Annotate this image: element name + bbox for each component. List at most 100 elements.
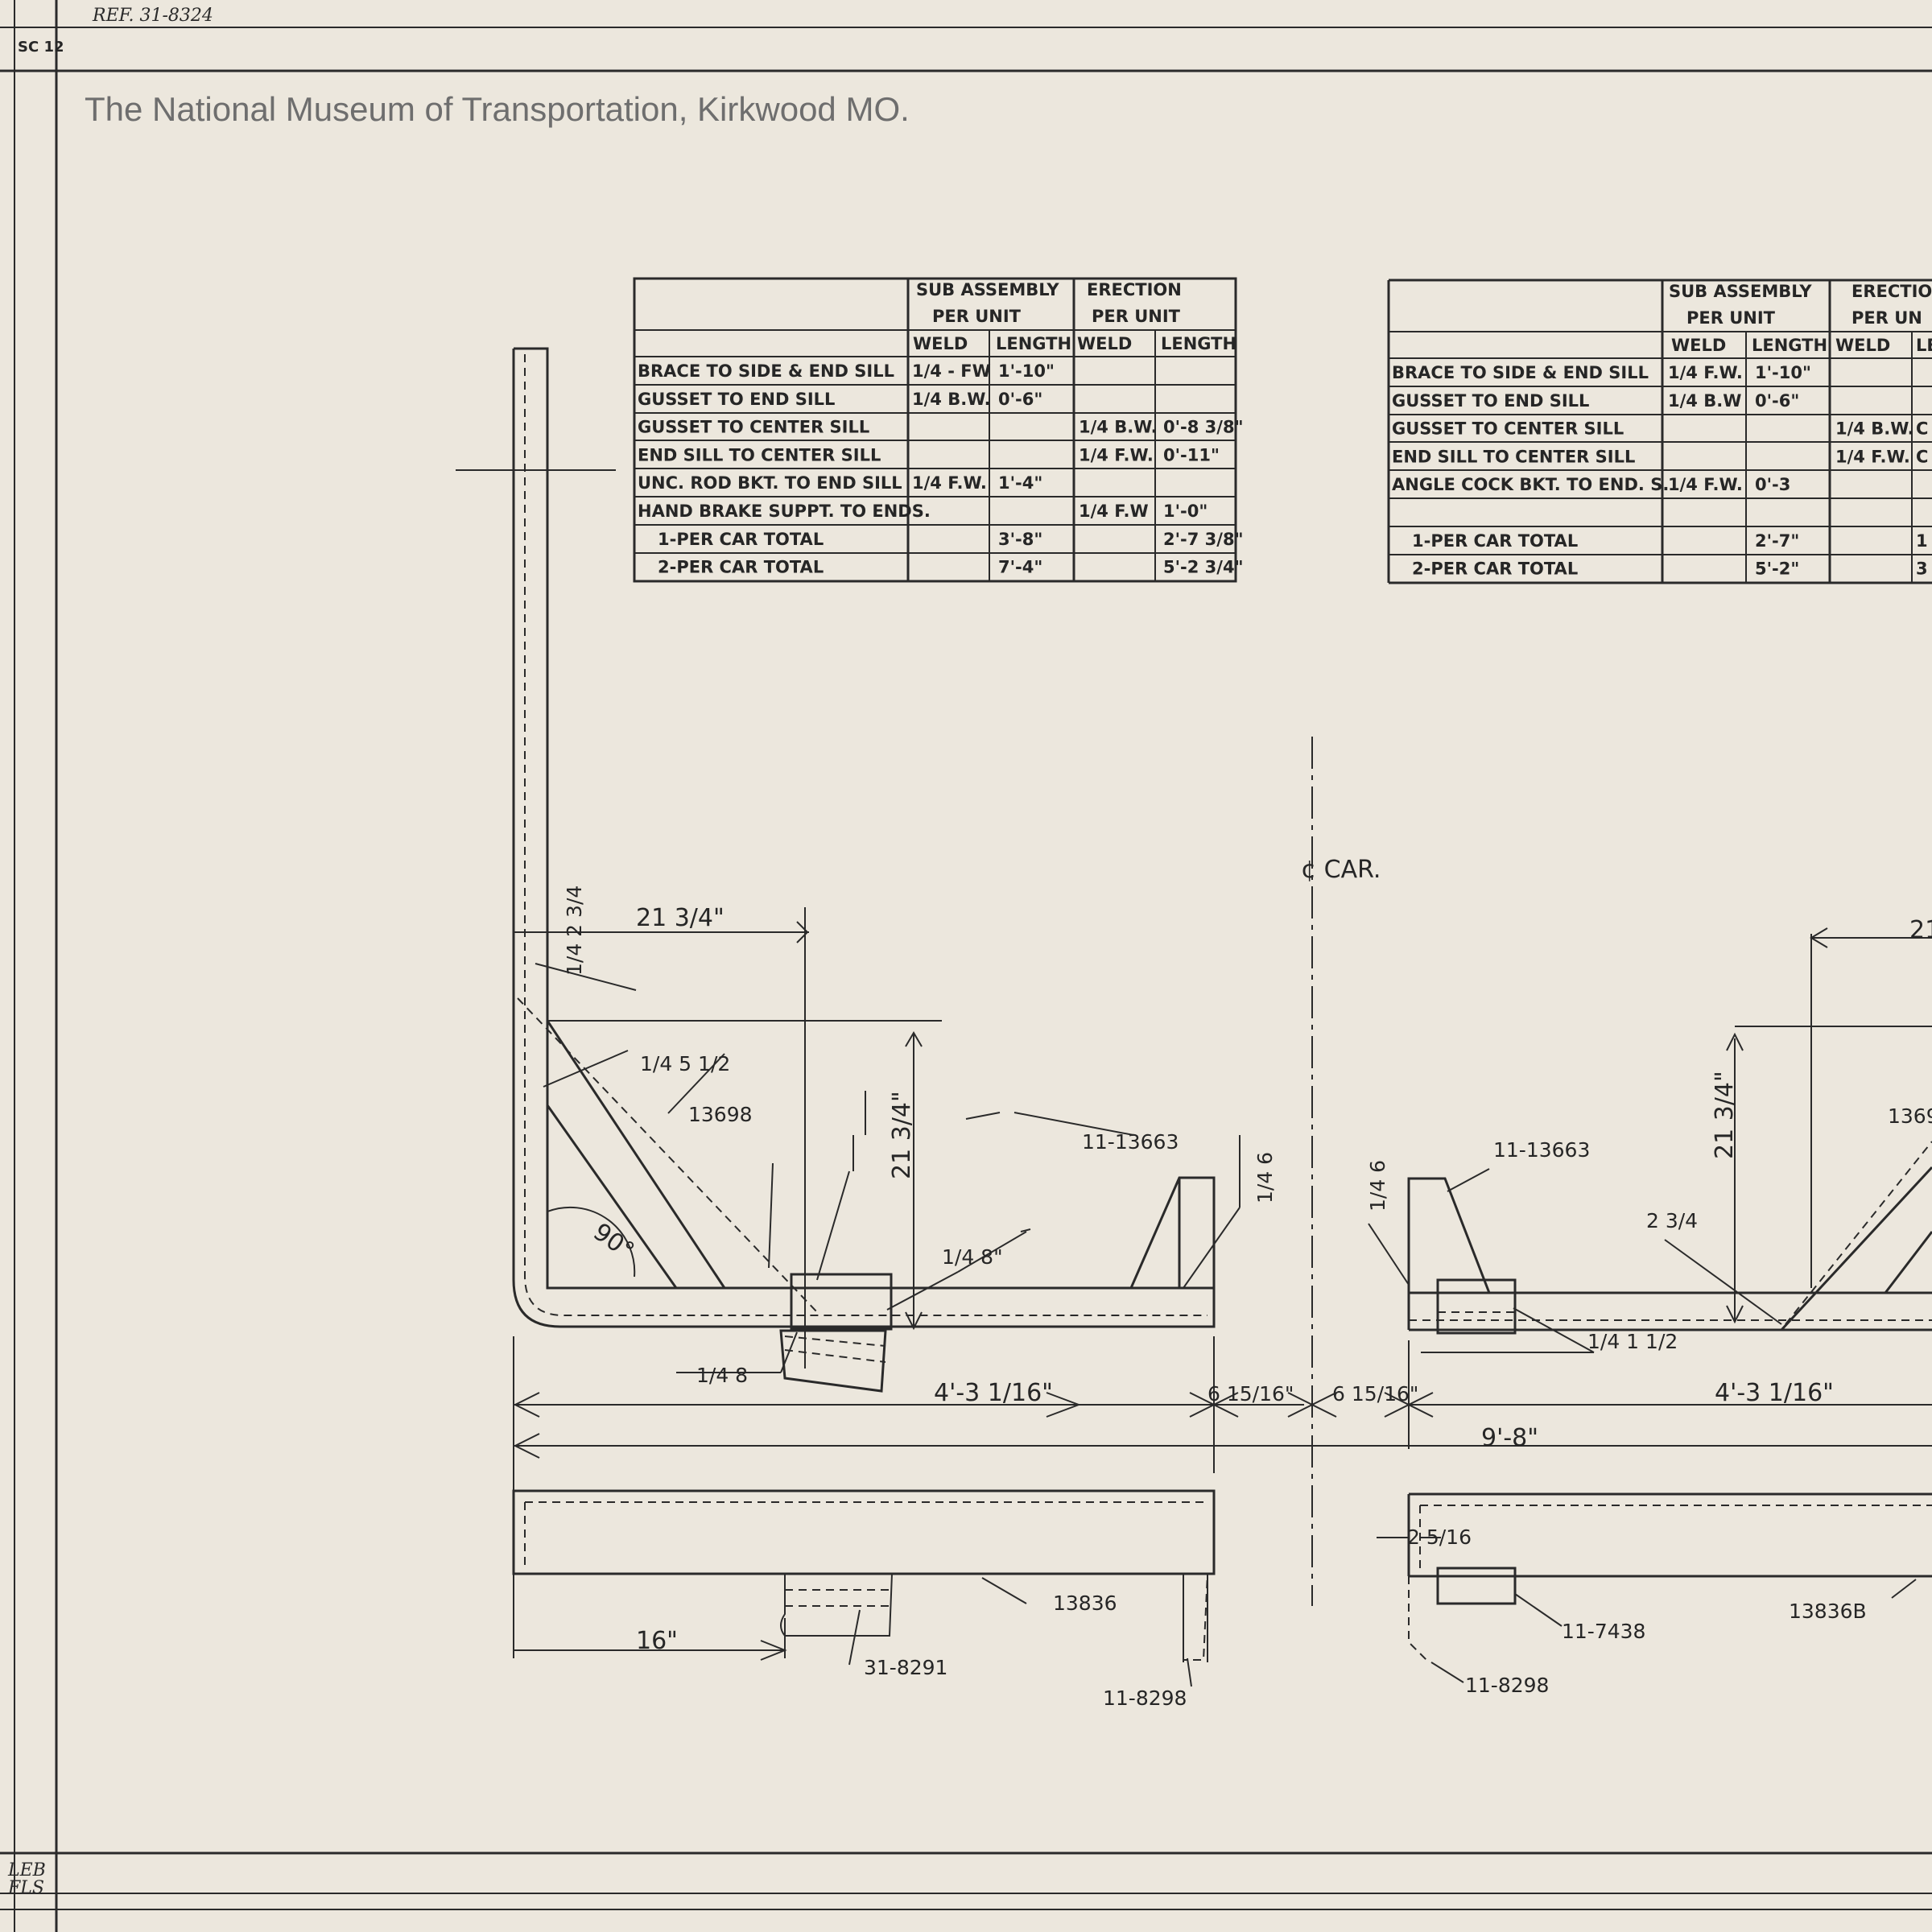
table-left-row-1-sub-len: 0'-6" [998, 390, 1042, 409]
weld-2-3-4: 2 3/4 [1646, 1209, 1698, 1232]
table-right-row-2-er-len: C [1916, 419, 1928, 439]
table-left-weld-col: WELD [913, 334, 968, 353]
table-left-row-6-sub-len: 3'-8" [998, 530, 1042, 549]
end-sill-left-view [456, 347, 1932, 1687]
part-13698: 13698 [688, 1103, 753, 1126]
dim-21-right: 21 [1909, 916, 1932, 944]
table-left-row-2-item: GUSSET TO CENTER SILL [638, 418, 869, 437]
table-left-row-3-item: END SILL TO CENTER SILL [638, 445, 881, 464]
table-right-weld-col: WELD [1671, 336, 1726, 355]
table-left-row-0-sub-weld: 1/4 - FW [912, 361, 991, 381]
dim-6-15-left: 6 15/16" [1208, 1382, 1294, 1406]
table-left-row-0-item: BRACE TO SIDE & END SILL [638, 361, 894, 381]
part-11-8298-right: 11-8298 [1465, 1674, 1549, 1697]
table-left-row-6-item: 1-PER CAR TOTAL [658, 530, 824, 549]
initials-1: LEB [7, 1860, 46, 1880]
table-left-row-7-sub-len: 7'-4" [998, 558, 1042, 577]
table-right-length-col: LENGTH [1752, 336, 1827, 355]
part-11-13663-left: 11-13663 [1082, 1130, 1179, 1154]
table-left-row-3-er-len: 0'-11" [1163, 445, 1220, 464]
dim-9-8: 9'-8" [1481, 1424, 1538, 1452]
table-right-weld2-col: WELD [1835, 336, 1890, 355]
table-left-length-col: LENGTH [996, 334, 1071, 353]
part-13836: 13836 [1053, 1591, 1117, 1615]
part-13836b: 13836B [1789, 1600, 1867, 1623]
weld-left-1-6: 1/4 6 [1366, 1160, 1389, 1212]
table-right-row-4-item: ANGLE COCK BKT. TO END. S. [1392, 475, 1669, 494]
table-right-row-6-er-len: 1 [1916, 531, 1928, 551]
table-right-row-3-er-weld: 1/4 F.W. [1835, 447, 1910, 466]
table-right-row-4-sub-weld: 1/4 F.W. [1668, 475, 1743, 494]
sheet-code: SC 12 [18, 39, 64, 56]
table-left-row-3-er-weld: 1/4 F.W. [1079, 445, 1154, 464]
table-left-sub-header: SUB ASSEMBLY [916, 280, 1059, 299]
table-left-row-5-item: HAND BRAKE SUPPT. TO ENDS. [638, 502, 931, 521]
table-left-row-7-er-len: 5'-2 3/4" [1163, 558, 1244, 577]
initials-2: FLS [7, 1878, 44, 1898]
dim-16: 16" [636, 1627, 678, 1655]
table-right-length2-col: LE [1916, 336, 1932, 355]
table-left-row-4-sub-weld: 1/4 F.W. [912, 473, 987, 493]
table-right-row-6-item: 1-PER CAR TOTAL [1412, 531, 1578, 551]
table-left-erection-header: ERECTION [1087, 280, 1182, 299]
part-11-13663-right: 11-13663 [1493, 1138, 1590, 1162]
table-left-row-2-er-len: 0'-8 3/8" [1163, 418, 1244, 437]
table-right-row-0-item: BRACE TO SIDE & END SILL [1392, 363, 1649, 382]
part-11-8298-left: 11-8298 [1103, 1686, 1187, 1710]
part-11-7438: 11-7438 [1562, 1620, 1645, 1643]
table-left-row-7-item: 2-PER CAR TOTAL [658, 558, 824, 577]
table-right-row-7-er-len: 3 [1916, 559, 1928, 579]
dim-4-3-right: 4'-3 1/16" [1715, 1379, 1834, 1407]
dim-2-5-16: 2 5/16 [1407, 1525, 1472, 1549]
part-1369: 1369 [1888, 1104, 1932, 1128]
table-right-row-0-sub-weld: 1/4 F.W. [1668, 363, 1743, 382]
table-left-erection-unit: PER UNIT [1092, 307, 1181, 326]
weld-table-right [1387, 279, 1932, 584]
table-left-row-4-item: UNC. ROD BKT. TO END SILL [638, 473, 902, 493]
table-left-weld2-col: WELD [1077, 334, 1132, 353]
dim-21-3-4-top: 21 3/4" [636, 904, 724, 932]
dim-21-3-4-vertical: 21 3/4" [888, 1091, 916, 1179]
table-left-row-1-item: GUSSET TO END SILL [638, 390, 835, 409]
table-left-row-4-sub-len: 1'-4" [998, 473, 1042, 493]
table-left-row-1-sub-weld: 1/4 B.W. [912, 390, 991, 409]
table-right-row-7-item: 2-PER CAR TOTAL [1412, 559, 1578, 579]
dim-21-3-4-right: 21 3/4" [1711, 1071, 1739, 1159]
weld-quarter-1-1-2: 1/4 1 1/2 [1587, 1330, 1678, 1353]
table-left-row-0-sub-len: 1'-10" [998, 361, 1055, 381]
table-right-erection-unit: PER UN [1852, 308, 1922, 328]
dim-4-3-left: 4'-3 1/16" [934, 1379, 1053, 1407]
table-right-row-3-item: END SILL TO CENTER SILL [1392, 447, 1635, 466]
museum-watermark: The National Museum of Transportation, K… [85, 90, 910, 128]
table-right-row-1-sub-len: 0'-6" [1755, 391, 1799, 411]
table-left-row-5-er-weld: 1/4 F.W [1079, 502, 1149, 521]
table-right-row-3-er-len: C [1916, 447, 1928, 466]
end-sill-right-view [1189, 927, 1932, 1683]
table-left-sub-unit: PER UNIT [932, 307, 1022, 326]
part-31-8291: 31-8291 [864, 1656, 947, 1679]
table-left-row-5-er-len: 1'-0" [1163, 502, 1208, 521]
table-right-sub-unit: PER UNIT [1686, 308, 1776, 328]
weld-quarter-8b: 1/4 8 [696, 1364, 748, 1387]
table-right-sub-header: SUB ASSEMBLY [1669, 282, 1812, 301]
table-left-row-6-er-len: 2'-7 3/8" [1163, 530, 1244, 549]
reference-number: REF. 31-8324 [92, 6, 213, 26]
table-right-row-2-item: GUSSET TO CENTER SILL [1392, 419, 1624, 439]
table-right-row-6-sub-len: 2'-7" [1755, 531, 1799, 551]
table-right-row-1-sub-weld: 1/4 B.W [1668, 391, 1741, 411]
table-right-row-1-item: GUSSET TO END SILL [1392, 391, 1589, 411]
table-left-length2-col: LENGTH [1161, 334, 1236, 353]
weld-table-left [633, 277, 1237, 583]
table-right-row-4-sub-len: 0'-3 [1755, 475, 1790, 494]
table-right-row-7-sub-len: 5'-2" [1755, 559, 1799, 579]
table-left-row-2-er-weld: 1/4 B.W. [1079, 418, 1158, 437]
weld-quarter-2-3-4: 1/4 2 3/4 [563, 886, 586, 976]
table-right-row-0-sub-len: 1'-10" [1755, 363, 1811, 382]
table-right-row-2-er-weld: 1/4 B.W. [1835, 419, 1914, 439]
weld-quarter-8: 1/4 8" [942, 1245, 1003, 1269]
dim-6-15-right: 6 15/16" [1332, 1382, 1418, 1406]
weld-quarter-5-1-2: 1/4 5 1/2 [640, 1052, 730, 1075]
